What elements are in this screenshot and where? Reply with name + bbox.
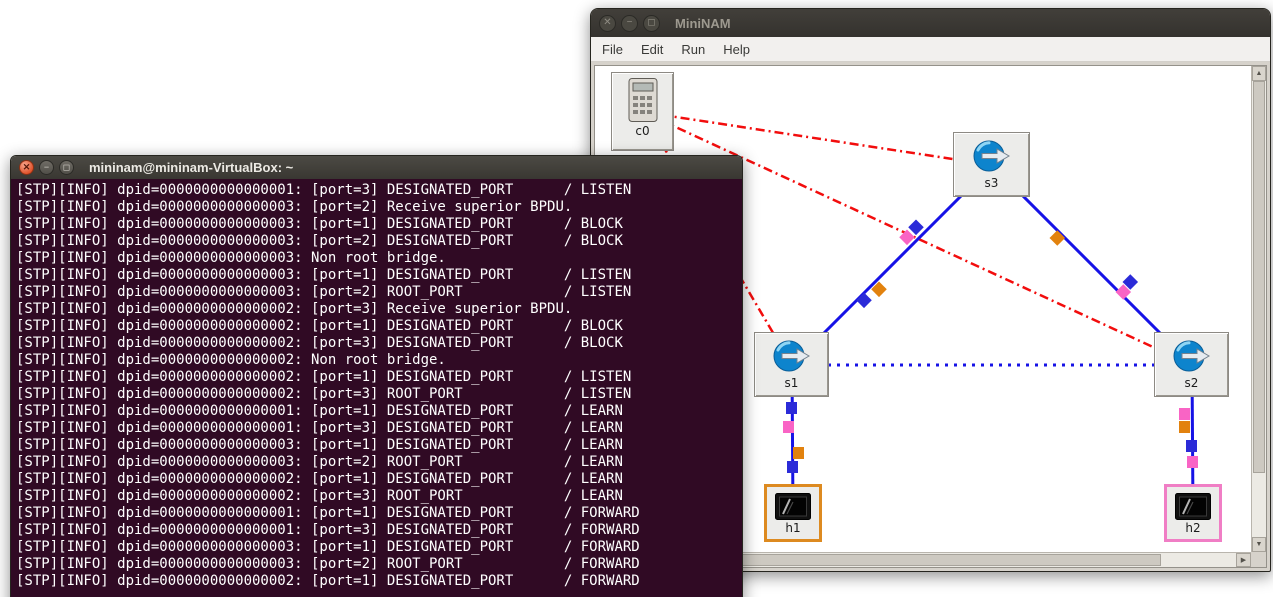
terminal-log-line: [STP][INFO] dpid=0000000000000002: [port… xyxy=(16,369,632,385)
packet xyxy=(1179,421,1190,433)
terminal-log-line: [STP][INFO] dpid=0000000000000002: [port… xyxy=(16,471,623,487)
node-label: s2 xyxy=(1184,376,1199,390)
mininam-window-title: MiniNAM xyxy=(675,15,731,31)
terminal-log-line: [STP][INFO] dpid=0000000000000001: [port… xyxy=(16,420,623,436)
menu-file[interactable]: File xyxy=(602,41,623,57)
close-icon[interactable]: ✕ xyxy=(19,160,34,175)
terminal-log-line: [STP][INFO] dpid=0000000000000003: [port… xyxy=(16,199,573,215)
terminal-log-line: [STP][INFO] dpid=0000000000000001: [port… xyxy=(16,403,623,419)
switch-icon xyxy=(1173,340,1210,372)
menu-edit[interactable]: Edit xyxy=(640,41,664,57)
menu-run[interactable]: Run xyxy=(681,41,706,57)
mininam-menubar: File Edit Run Help xyxy=(591,37,1270,62)
vertical-scroll-thumb[interactable] xyxy=(1253,81,1265,474)
terminal-log-line: [STP][INFO] dpid=0000000000000002: [port… xyxy=(16,573,640,589)
mininam-titlebar[interactable]: ✕ − ◻ MiniNAM xyxy=(591,9,1270,37)
node-label: c0 xyxy=(635,124,650,138)
terminal-log-line: [STP][INFO] dpid=0000000000000002: [port… xyxy=(16,335,623,351)
vertical-scroll-track xyxy=(1252,81,1266,537)
terminal-log-line: [STP][INFO] dpid=0000000000000002: [port… xyxy=(16,301,573,317)
terminal-output[interactable]: [STP][INFO] dpid=0000000000000001: [port… xyxy=(11,179,742,597)
terminal-log-line: [STP][INFO] dpid=0000000000000003: [port… xyxy=(16,556,640,572)
terminal-log-line: [STP][INFO] dpid=0000000000000003: [port… xyxy=(16,454,623,470)
terminal-log-line: [STP][INFO] dpid=0000000000000003: [port… xyxy=(16,267,632,283)
scroll-right-icon[interactable]: ▶ xyxy=(1236,553,1251,567)
terminal-log-line: [STP][INFO] dpid=0000000000000003: [port… xyxy=(16,233,623,249)
terminal-log-line: [STP][INFO] dpid=0000000000000003: [port… xyxy=(16,284,632,300)
menu-help[interactable]: Help xyxy=(723,41,750,57)
terminal-window-title: mininam@mininam-VirtualBox: ~ xyxy=(89,160,294,175)
node-s2[interactable]: s2 xyxy=(1154,332,1229,397)
terminal-titlebar[interactable]: ✕ − ◻ mininam@mininam-VirtualBox: ~ xyxy=(11,156,742,179)
link-s1-s3 xyxy=(790,163,994,367)
switch-icon xyxy=(773,340,810,372)
packet xyxy=(871,281,887,298)
node-c0[interactable]: c0 xyxy=(611,72,674,151)
node-label: s1 xyxy=(784,376,799,390)
switch-icon xyxy=(973,140,1010,172)
packet xyxy=(1179,408,1190,420)
vertical-scrollbar: ▲ ▼ xyxy=(1251,66,1266,552)
terminal-log-line: [STP][INFO] dpid=0000000000000002: [port… xyxy=(16,488,623,504)
node-s1[interactable]: s1 xyxy=(754,332,829,397)
minimize-icon[interactable]: − xyxy=(39,160,54,175)
packet xyxy=(899,229,915,246)
terminal-log-line: [STP][INFO] dpid=0000000000000001: [port… xyxy=(16,522,640,538)
terminal-log-line: [STP][INFO] dpid=0000000000000003: [port… xyxy=(16,539,640,555)
terminal-log-line: [STP][INFO] dpid=0000000000000001: [port… xyxy=(16,182,632,198)
node-label: h2 xyxy=(1185,521,1201,535)
node-label: h1 xyxy=(785,521,801,535)
scroll-up-icon[interactable]: ▲ xyxy=(1252,66,1266,81)
packet xyxy=(1187,456,1198,468)
maximize-icon[interactable]: ◻ xyxy=(59,160,74,175)
packet xyxy=(1049,230,1066,246)
minimize-icon[interactable]: − xyxy=(621,14,638,32)
node-h2[interactable]: h2 xyxy=(1164,484,1222,542)
scrollbar-corner xyxy=(1251,552,1266,567)
control-link-c0-s3 xyxy=(642,110,993,167)
packet xyxy=(787,461,798,473)
terminal-log-line: [STP][INFO] dpid=0000000000000003: Non r… xyxy=(16,250,446,266)
terminal-log-line: [STP][INFO] dpid=0000000000000002: [port… xyxy=(16,386,632,402)
host-icon xyxy=(775,493,811,520)
link-s3-s2 xyxy=(990,163,1194,367)
controller-icon xyxy=(628,78,657,122)
packet xyxy=(856,292,872,309)
control-link-c0-s2 xyxy=(642,110,1193,367)
node-h1[interactable]: h1 xyxy=(764,484,822,542)
packet xyxy=(1186,440,1197,452)
node-s3[interactable]: s3 xyxy=(953,132,1030,197)
node-label: s3 xyxy=(984,176,999,190)
terminal-window: ✕ − ◻ mininam@mininam-VirtualBox: ~ [STP… xyxy=(10,155,743,597)
packet xyxy=(793,447,804,459)
terminal-log-line: [STP][INFO] dpid=0000000000000003: [port… xyxy=(16,216,623,232)
terminal-log-line: [STP][INFO] dpid=0000000000000001: [port… xyxy=(16,505,640,521)
close-icon[interactable]: ✕ xyxy=(599,14,616,32)
packet xyxy=(908,219,924,236)
host-icon xyxy=(1175,493,1211,520)
scroll-down-icon[interactable]: ▼ xyxy=(1252,537,1266,552)
packet xyxy=(786,402,797,414)
terminal-log-line: [STP][INFO] dpid=0000000000000002: [port… xyxy=(16,318,623,334)
terminal-log-line: [STP][INFO] dpid=0000000000000003: [port… xyxy=(16,437,623,453)
packet xyxy=(783,421,794,433)
maximize-icon[interactable]: ◻ xyxy=(643,14,660,32)
terminal-log-line: [STP][INFO] dpid=0000000000000002: Non r… xyxy=(16,352,446,368)
